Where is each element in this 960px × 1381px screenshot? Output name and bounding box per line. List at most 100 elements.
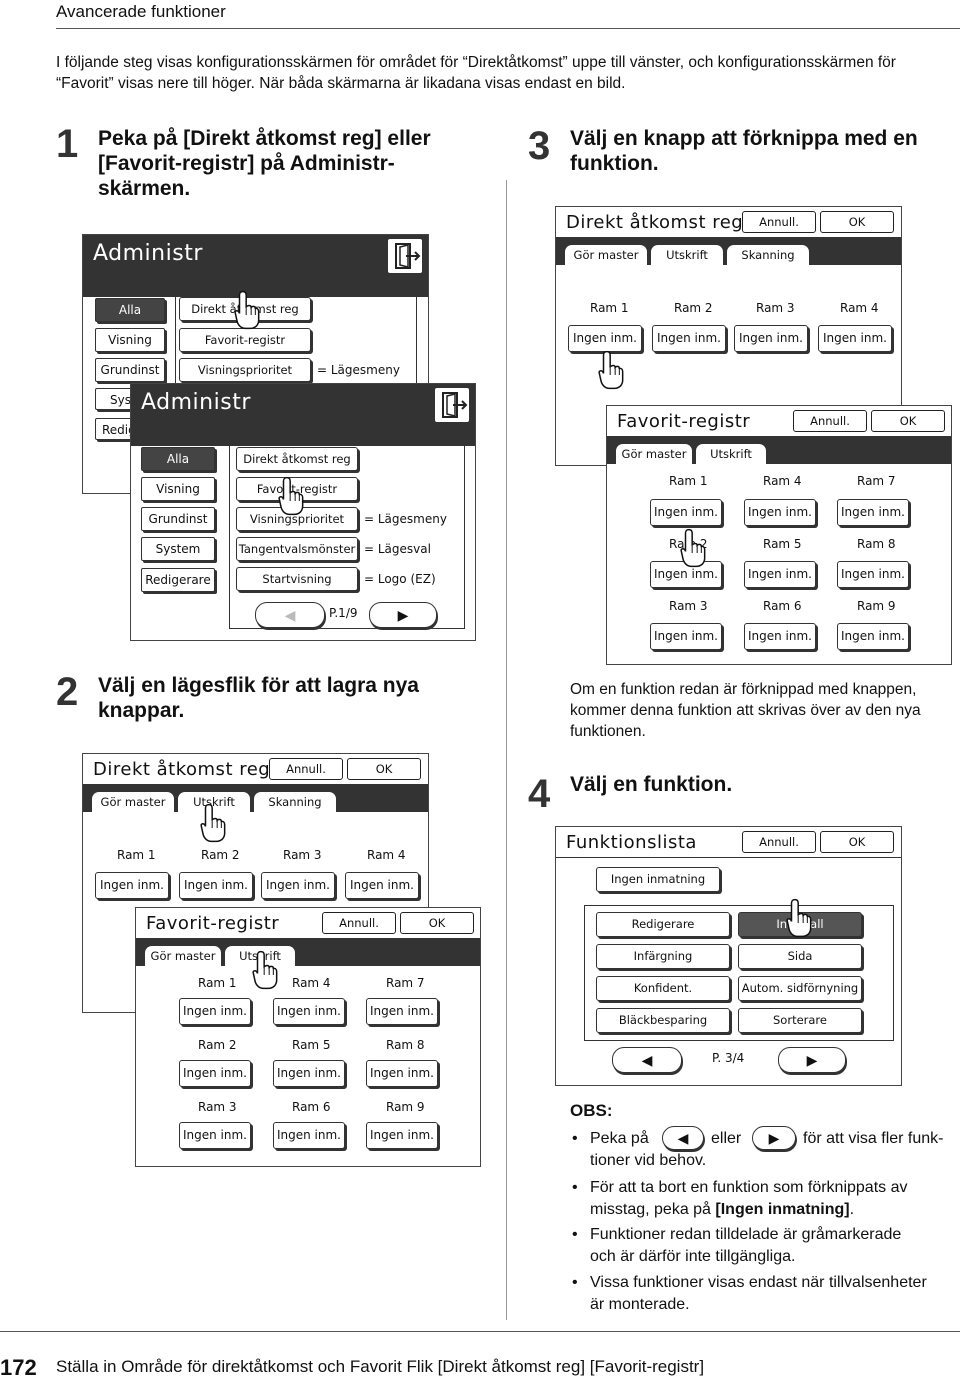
frame-3-button[interactable]: Ingen inm. xyxy=(261,872,335,899)
exit-door-icon[interactable] xyxy=(435,388,469,422)
frame-label: Ram 3 xyxy=(669,599,708,613)
frame-4-button[interactable]: Ingen inm. xyxy=(273,998,345,1025)
admin-display-priority-button[interactable]: Visningsprioritet xyxy=(179,358,311,382)
column-divider xyxy=(506,180,507,1320)
tab-print[interactable]: Utskrift xyxy=(177,791,251,812)
frame-2-button[interactable]: Ingen inm. xyxy=(179,1060,251,1087)
frame-4-button[interactable]: Ingen inm. xyxy=(818,325,892,352)
admin-front-side-grundinst[interactable]: Grundinst xyxy=(141,507,215,531)
favorite-screen-step2: Favorit-registr Annull. OK Gör master Ut… xyxy=(135,907,481,1167)
frame-2-button[interactable]: Ingen inm. xyxy=(650,561,722,588)
bullet-dot: • xyxy=(572,1274,578,1291)
frame-4-button[interactable]: Ingen inm. xyxy=(345,872,419,899)
admin-front-side-alla[interactable]: Alla xyxy=(141,447,215,471)
frame-label: Ram 6 xyxy=(292,1100,331,1114)
frame-7-button[interactable]: Ingen inm. xyxy=(366,998,438,1025)
admin-front-start-display-button[interactable]: Startvisning xyxy=(236,567,358,591)
function-autom-sidfornyning[interactable]: Autom. sidförnyning xyxy=(738,976,862,1001)
frame-8-button[interactable]: Ingen inm. xyxy=(366,1060,438,1087)
step-2-number: 2 xyxy=(56,670,79,714)
tab-scanning[interactable]: Skanning xyxy=(253,791,337,812)
left-arrow-icon: ◀ xyxy=(641,1052,653,1068)
frame-3-button[interactable]: Ingen inm. xyxy=(179,1122,251,1149)
pointing-hand-icon xyxy=(234,290,260,330)
obs-bullet-1d: tioner vid behov. xyxy=(590,1152,707,1169)
function-redigerare[interactable]: Redigerare xyxy=(596,912,730,937)
admin-side-visning[interactable]: Visning xyxy=(95,328,165,352)
frame-label: Ram 8 xyxy=(857,537,896,551)
direct-access-title: Direkt åtkomst reg xyxy=(93,759,271,780)
frame-2-button[interactable]: Ingen inm. xyxy=(652,325,726,352)
frame-4-button[interactable]: Ingen inm. xyxy=(744,499,816,526)
ok-button[interactable]: OK xyxy=(871,410,945,432)
footer-text: Ställa in Område för direktåtkomst och F… xyxy=(56,1357,705,1376)
cancel-button[interactable]: Annull. xyxy=(742,211,816,233)
tab-make-master[interactable]: Gör master xyxy=(564,244,648,265)
function-konfident[interactable]: Konfident. xyxy=(596,976,730,1001)
frame-5-button[interactable]: Ingen inm. xyxy=(273,1060,345,1087)
admin-front-side-visning[interactable]: Visning xyxy=(141,477,215,501)
cancel-button[interactable]: Annull. xyxy=(269,758,343,780)
frame-2-button[interactable]: Ingen inm. xyxy=(179,872,253,899)
frame-label: Ram 2 xyxy=(198,1038,237,1052)
admin-prev-page-button[interactable]: ◀ xyxy=(255,602,325,628)
function-sorterare[interactable]: Sorterare xyxy=(738,1008,862,1033)
frame-label: Ram 4 xyxy=(763,474,802,488)
admin-front-side-system[interactable]: System xyxy=(141,537,215,561)
right-arrow-icon: ▶ xyxy=(768,1130,780,1146)
step-4-number: 4 xyxy=(528,772,551,816)
direct-access-title: Direkt åtkomst reg xyxy=(566,212,744,233)
tab-scanning[interactable]: Skanning xyxy=(726,244,810,265)
frame-1-button[interactable]: Ingen inm. xyxy=(568,325,642,352)
function-infargning[interactable]: Infärgning xyxy=(596,944,730,969)
funclist-prev-page-button[interactable]: ◀ xyxy=(612,1047,682,1073)
ok-button[interactable]: OK xyxy=(347,758,421,780)
admin-front-side-redigerare[interactable]: Redigerare xyxy=(141,568,215,592)
frame-label: Ram 1 xyxy=(590,301,629,315)
frame-label: Ram 3 xyxy=(756,301,795,315)
admin-front-key-pattern-button[interactable]: Tangentvalsmönster xyxy=(236,537,358,561)
obs-bullet-2c: [Ingen inmatning] xyxy=(715,1201,850,1218)
favorite-title: Favorit-registr xyxy=(146,913,280,934)
ok-button[interactable]: OK xyxy=(820,211,894,233)
frame-5-button[interactable]: Ingen inm. xyxy=(744,561,816,588)
exit-door-icon[interactable] xyxy=(388,239,422,273)
function-blackbesparing[interactable]: Bläckbesparing xyxy=(596,1008,730,1033)
ok-button[interactable]: OK xyxy=(820,831,894,853)
frame-3-button[interactable]: Ingen inm. xyxy=(650,623,722,650)
frame-7-button[interactable]: Ingen inm. xyxy=(837,499,909,526)
obs-bullet-3b: och är därför inte tillgängliga. xyxy=(590,1248,796,1265)
admin-favorite-reg-button[interactable]: Favorit-registr xyxy=(179,328,311,352)
ok-button[interactable]: OK xyxy=(400,912,474,934)
frame-3-button[interactable]: Ingen inm. xyxy=(734,325,808,352)
frame-label: Ram 8 xyxy=(386,1038,425,1052)
cancel-button[interactable]: Annull. xyxy=(742,831,816,853)
cancel-button[interactable]: Annull. xyxy=(793,410,867,432)
obs-bullet-1c: för att visa fler funk- xyxy=(803,1130,944,1147)
admin-front-direct-access-reg-button[interactable]: Direkt åtkomst reg xyxy=(236,447,358,471)
admin-side-grundinst[interactable]: Grundinst xyxy=(95,358,165,382)
frame-1-button[interactable]: Ingen inm. xyxy=(179,998,251,1025)
tab-make-master[interactable]: Gör master xyxy=(144,945,222,966)
frame-label: Ram 5 xyxy=(763,537,802,551)
frame-1-button[interactable]: Ingen inm. xyxy=(95,872,169,899)
frame-6-button[interactable]: Ingen inm. xyxy=(273,1122,345,1149)
frame-1-button[interactable]: Ingen inm. xyxy=(650,499,722,526)
pointing-hand-icon xyxy=(680,528,706,568)
frame-8-button[interactable]: Ingen inm. xyxy=(837,561,909,588)
tab-print[interactable]: Utskrift xyxy=(650,244,724,265)
admin-side-alla[interactable]: Alla xyxy=(95,298,165,322)
admin-next-page-button[interactable]: ▶ xyxy=(369,602,437,628)
tab-make-master[interactable]: Gör master xyxy=(615,443,693,464)
cancel-button[interactable]: Annull. xyxy=(322,912,396,934)
frame-9-button[interactable]: Ingen inm. xyxy=(837,623,909,650)
funclist-next-page-button[interactable]: ▶ xyxy=(778,1047,846,1073)
no-input-button[interactable]: Ingen inmatning xyxy=(596,867,720,892)
function-sida[interactable]: Sida xyxy=(738,944,862,969)
frame-label: Ram 9 xyxy=(386,1100,425,1114)
tab-make-master[interactable]: Gör master xyxy=(91,791,175,812)
tab-print[interactable]: Utskrift xyxy=(695,443,767,464)
frame-6-button[interactable]: Ingen inm. xyxy=(744,623,816,650)
frame-label: Ram 7 xyxy=(857,474,896,488)
frame-9-button[interactable]: Ingen inm. xyxy=(366,1122,438,1149)
